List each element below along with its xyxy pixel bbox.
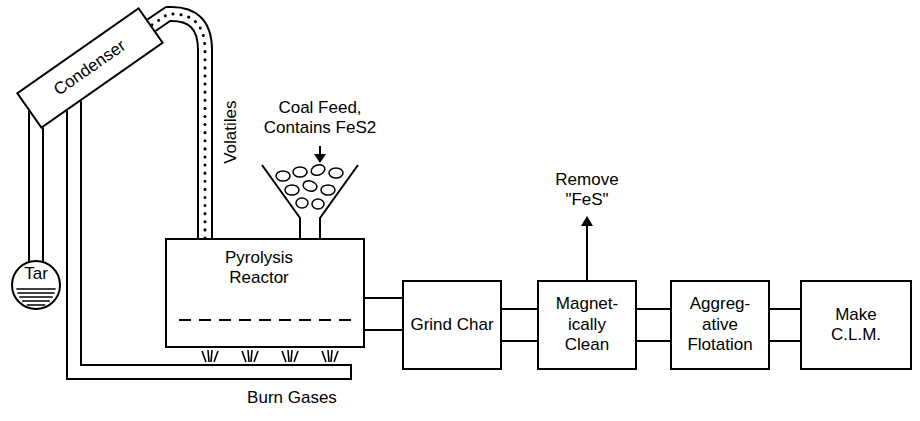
- stream-label: Volatiles: [222, 100, 242, 163]
- pipe-wall: [770, 308, 800, 342]
- process-box: Magnet- ically Clean: [537, 280, 637, 370]
- pipe-bore: [770, 310, 800, 340]
- feed-arrow: [314, 146, 326, 163]
- node-text: Condenser: [50, 36, 130, 100]
- pipe-connector: [502, 325, 537, 326]
- pipe-wall: [637, 308, 670, 342]
- flask-circle: [12, 261, 60, 309]
- burner-flames: [202, 350, 338, 362]
- grate-line: [179, 319, 351, 321]
- process-box: Make C.L.M.: [800, 280, 912, 370]
- node-text: Make C.L.M.: [814, 305, 898, 346]
- pipe-wall: [502, 308, 537, 342]
- remove-arrow: [581, 216, 593, 280]
- node-text: Tar: [11, 264, 61, 284]
- tar-flask: Tar: [11, 260, 61, 310]
- pipe-connector: [770, 325, 800, 326]
- coal-lumps: [276, 163, 343, 209]
- pipe-connector: [36, 100, 37, 262]
- heat-label: Burn Gases: [247, 388, 337, 408]
- node-text: Aggreg- ative Flotation: [678, 294, 762, 355]
- node-text: Magnet- ically Clean: [545, 294, 629, 355]
- pipe-bore: [502, 310, 537, 340]
- reactor-box: Pyrolysis Reactor: [165, 238, 365, 348]
- pipe-wall: [365, 297, 402, 331]
- node-text: Pyrolysis Reactor: [209, 248, 309, 289]
- node-text: Grind Char: [410, 315, 494, 335]
- pipe-bore: [365, 299, 402, 329]
- process-box: Grind Char: [402, 280, 502, 370]
- condenser-box: Condenser: [16, 7, 164, 129]
- coal-hopper: [262, 165, 358, 240]
- feed-label: Coal Feed, Contains FeS2: [255, 98, 385, 139]
- tar-liquid: [16, 289, 55, 305]
- pipe-connector: [637, 325, 670, 326]
- pipe-connector: [365, 314, 402, 315]
- pipe-bore: [637, 310, 670, 340]
- process-box: Aggreg- ative Flotation: [670, 280, 770, 370]
- output-label: Remove "FeS": [546, 170, 628, 211]
